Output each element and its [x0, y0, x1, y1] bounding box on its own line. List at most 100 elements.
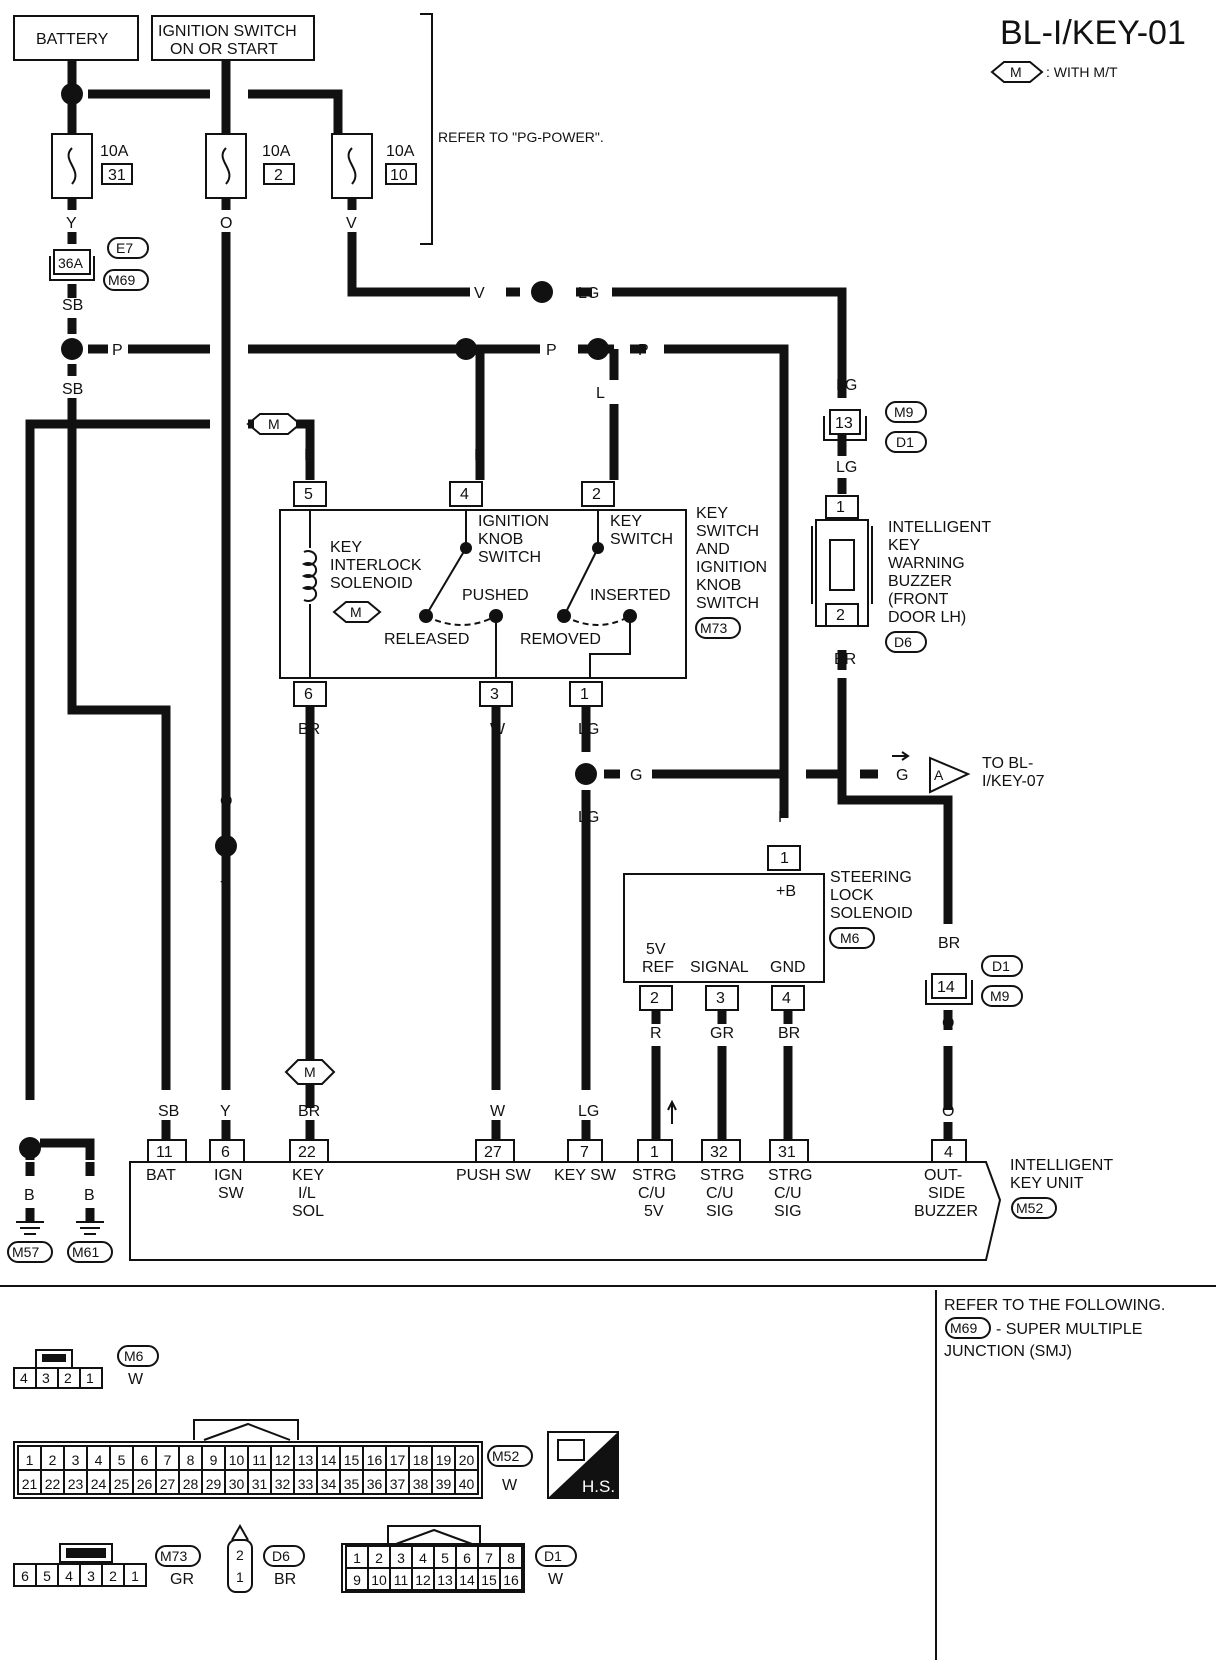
svg-text:M6: M6 — [124, 1348, 144, 1364]
wire-label-v-2: V — [474, 285, 485, 302]
d1-pin-label: 4 — [419, 1550, 427, 1566]
svg-text:SOLENOID: SOLENOID — [830, 905, 913, 922]
svg-text:14: 14 — [937, 979, 955, 996]
svg-text:A: A — [934, 767, 944, 783]
svg-text:D1: D1 — [544, 1548, 562, 1564]
d1-pin-label: 2 — [375, 1550, 383, 1566]
m52-pin-label: 37 — [390, 1476, 406, 1492]
svg-text:2: 2 — [64, 1370, 72, 1386]
wire-label-p-1: P — [112, 342, 123, 359]
svg-text:M: M — [268, 416, 280, 432]
svg-text:BAT: BAT — [146, 1167, 176, 1184]
svg-text:C/U: C/U — [774, 1185, 802, 1202]
connector-13: 13 — [823, 409, 867, 441]
svg-text:6: 6 — [221, 1144, 230, 1161]
battery-box: BATTERY — [13, 15, 139, 61]
legend-mt: M : WITH M/T — [990, 61, 1118, 83]
connector-view-d6: 2 1 D6 BR — [227, 1523, 305, 1593]
svg-text:+B: +B — [776, 883, 796, 900]
svg-text:KEY: KEY — [292, 1167, 324, 1184]
m73-pin-label: 6 — [21, 1568, 29, 1584]
svg-text:2: 2 — [650, 990, 659, 1007]
svg-text:M9: M9 — [894, 404, 914, 420]
d1-pin-label: 14 — [459, 1572, 475, 1588]
m73-pin-label: 3 — [87, 1568, 95, 1584]
m52-pin-cell — [454, 1469, 479, 1495]
svg-text:32: 32 — [710, 1144, 728, 1161]
refer-pg-power: REFER TO "PG-POWER". — [438, 129, 604, 145]
svg-text:AND: AND — [696, 541, 730, 558]
wire-label-sb-2: SB — [62, 381, 83, 398]
svg-text:I/KEY-07: I/KEY-07 — [982, 773, 1045, 790]
svg-text:WARNING: WARNING — [888, 555, 965, 572]
svg-text:Y: Y — [220, 1103, 231, 1120]
wire-label-br-2: BR — [834, 651, 856, 668]
diagram-title: BL-I/KEY-01 — [1000, 14, 1186, 52]
m52-pin-label: 31 — [252, 1476, 268, 1492]
d1-pin-label: 5 — [441, 1550, 449, 1566]
svg-text:IGN: IGN — [214, 1167, 242, 1184]
svg-text:BR: BR — [274, 1571, 296, 1588]
d1-pin-cell — [499, 1567, 523, 1591]
m73-pin-label: 4 — [65, 1568, 73, 1584]
svg-text:3: 3 — [490, 686, 499, 703]
svg-text:10A: 10A — [262, 143, 291, 160]
wire-label-g-2: G — [896, 767, 908, 784]
svg-text:3: 3 — [716, 990, 725, 1007]
wire-label-p-5: P — [778, 809, 789, 826]
svg-text:M9: M9 — [990, 988, 1010, 1004]
m52-pin-label: 22 — [45, 1476, 61, 1492]
m52-pin-label: 1 — [26, 1452, 34, 1468]
svg-text:W: W — [128, 1371, 144, 1388]
wire-label-lg-3: LG — [836, 459, 857, 476]
fuse-10: 10A 10 — [331, 133, 417, 199]
m52-pin-label: 19 — [436, 1452, 452, 1468]
svg-text:4: 4 — [460, 486, 469, 503]
m52-pin-label: 15 — [344, 1452, 360, 1468]
svg-text:W: W — [490, 1103, 506, 1120]
svg-text:1: 1 — [86, 1370, 94, 1386]
svg-text:KNOB: KNOB — [696, 577, 741, 594]
m73-pin-label: 2 — [109, 1568, 117, 1584]
splice-points — [19, 83, 609, 1159]
m52-pin-label: 39 — [436, 1476, 452, 1492]
svg-text:SIG: SIG — [706, 1203, 734, 1220]
svg-text:IGNITION: IGNITION — [478, 513, 549, 530]
m73-pin-label: 5 — [43, 1568, 51, 1584]
m52-pin-label: 5 — [118, 1452, 126, 1468]
svg-text:STRG: STRG — [632, 1167, 676, 1184]
svg-text:M69: M69 — [950, 1320, 977, 1336]
svg-text:6: 6 — [304, 686, 313, 703]
wire-label-br-4: BR — [938, 935, 960, 952]
svg-text:10A: 10A — [386, 143, 415, 160]
m52-pin-label: 32 — [275, 1476, 291, 1492]
svg-text:TO BL-: TO BL- — [982, 755, 1033, 772]
connector-view-m6: 4 3 2 1 M6 W — [13, 1345, 159, 1389]
m73-pin-label: 1 — [131, 1568, 139, 1584]
svg-text:4: 4 — [944, 1144, 953, 1161]
svg-text:C/U: C/U — [638, 1185, 666, 1202]
svg-text:(FRONT: (FRONT — [888, 591, 949, 608]
svg-text:DOOR LH): DOOR LH) — [888, 609, 966, 626]
svg-text:4: 4 — [782, 990, 791, 1007]
ignition-switch-box: IGNITION SWITCH ON OR START — [151, 15, 315, 61]
svg-text:W: W — [502, 1477, 518, 1494]
svg-text:1: 1 — [650, 1144, 659, 1161]
m52-pin-label: 9 — [210, 1452, 218, 1468]
svg-text:2: 2 — [274, 167, 283, 184]
m52-pin-label: 3 — [72, 1452, 80, 1468]
d1-pin-label: 10 — [371, 1572, 387, 1588]
wire-label-y-2: Y — [220, 879, 231, 896]
wire-label-y: Y — [66, 215, 77, 232]
svg-text:IGNITION: IGNITION — [696, 559, 767, 576]
svg-text:KEY: KEY — [888, 537, 920, 554]
wire-label-g-1: G — [630, 767, 642, 784]
svg-text:INTELLIGENT: INTELLIGENT — [888, 519, 991, 536]
wire-label-o-4: O — [942, 1103, 954, 1120]
m52-pin-label: 38 — [413, 1476, 429, 1492]
svg-text:BUZZER: BUZZER — [888, 573, 952, 590]
m52-pin-label: 4 — [95, 1452, 103, 1468]
d1-pin-label: 1 — [353, 1550, 361, 1566]
svg-text:REFER TO THE FOLLOWING.: REFER TO THE FOLLOWING. — [944, 1297, 1165, 1314]
